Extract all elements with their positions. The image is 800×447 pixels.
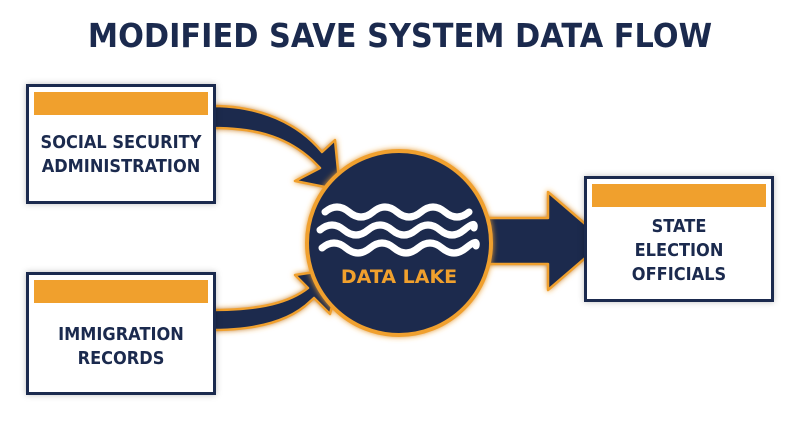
data-lake-node: DATA LAKE <box>305 149 493 337</box>
data-lake-label: DATA LAKE <box>341 266 457 288</box>
source-box-social-security: SOCIAL SECURITY ADMINISTRATION <box>26 84 216 204</box>
waves-icon <box>316 203 480 257</box>
destination-label-officials: STATE ELECTION OFFICIALS <box>631 216 727 285</box>
source-box-immigration: IMMIGRATION RECORDS <box>26 272 216 395</box>
source-label-social-security: SOCIAL SECURITY ADMINISTRATION <box>40 132 202 177</box>
box-header-band <box>34 92 208 115</box>
box-header-band <box>592 184 766 207</box>
diagram-title: MODIFIED SAVE SYSTEM DATA FLOW <box>87 16 713 55</box>
source-label-immigration: IMMIGRATION RECORDS <box>58 324 184 369</box>
destination-box-officials: STATE ELECTION OFFICIALS <box>584 176 774 302</box>
box-header-band <box>34 280 208 303</box>
arrow-ssa-to-lake <box>211 104 342 192</box>
